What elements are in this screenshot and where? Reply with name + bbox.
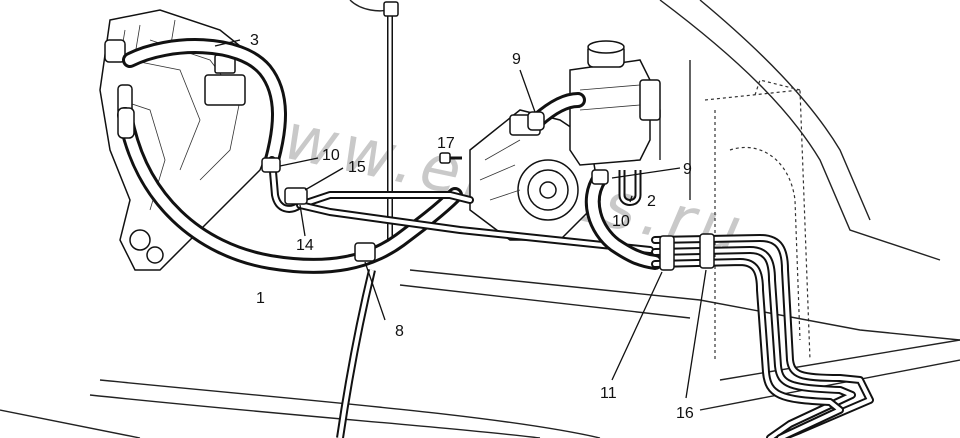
callout-16: 16 xyxy=(676,405,694,422)
rod-cap xyxy=(383,1,399,17)
callout-9-right: 9 xyxy=(683,161,692,178)
hose-9-upper xyxy=(527,92,586,131)
callout-10-left: 10 xyxy=(322,147,340,164)
clamp-8 xyxy=(354,242,376,262)
callout-10-right: 10 xyxy=(612,213,630,230)
callout-labels: 1 2 3 8 9 9 10 10 11 14 15 16 17 xyxy=(250,32,694,422)
clamp-10 xyxy=(261,157,281,173)
bolt-17 xyxy=(439,152,462,164)
fluid-reservoir xyxy=(569,40,661,166)
cooler-lines xyxy=(651,234,874,438)
callout-2: 2 xyxy=(647,193,656,210)
hose-2 xyxy=(618,170,642,206)
steering-gear xyxy=(99,9,281,271)
callout-1: 1 xyxy=(256,290,265,307)
power-steering-pump xyxy=(469,109,601,241)
callout-14: 14 xyxy=(296,237,314,254)
callout-15: 15 xyxy=(348,159,366,176)
hose-10-right xyxy=(584,169,663,270)
callout-3: 3 xyxy=(250,32,259,49)
callout-8: 8 xyxy=(395,323,404,340)
clamps xyxy=(261,157,715,271)
hose-3 xyxy=(122,38,287,168)
callout-17: 17 xyxy=(437,135,455,152)
clamp-16 xyxy=(699,233,715,269)
return-pipe xyxy=(268,156,654,254)
vertical-rod xyxy=(336,1,399,438)
callout-11: 11 xyxy=(600,385,617,402)
leader-lines xyxy=(214,39,707,399)
callout-9-upper: 9 xyxy=(512,51,521,68)
clamp-11 xyxy=(659,235,675,271)
clamp-14 xyxy=(284,187,308,205)
